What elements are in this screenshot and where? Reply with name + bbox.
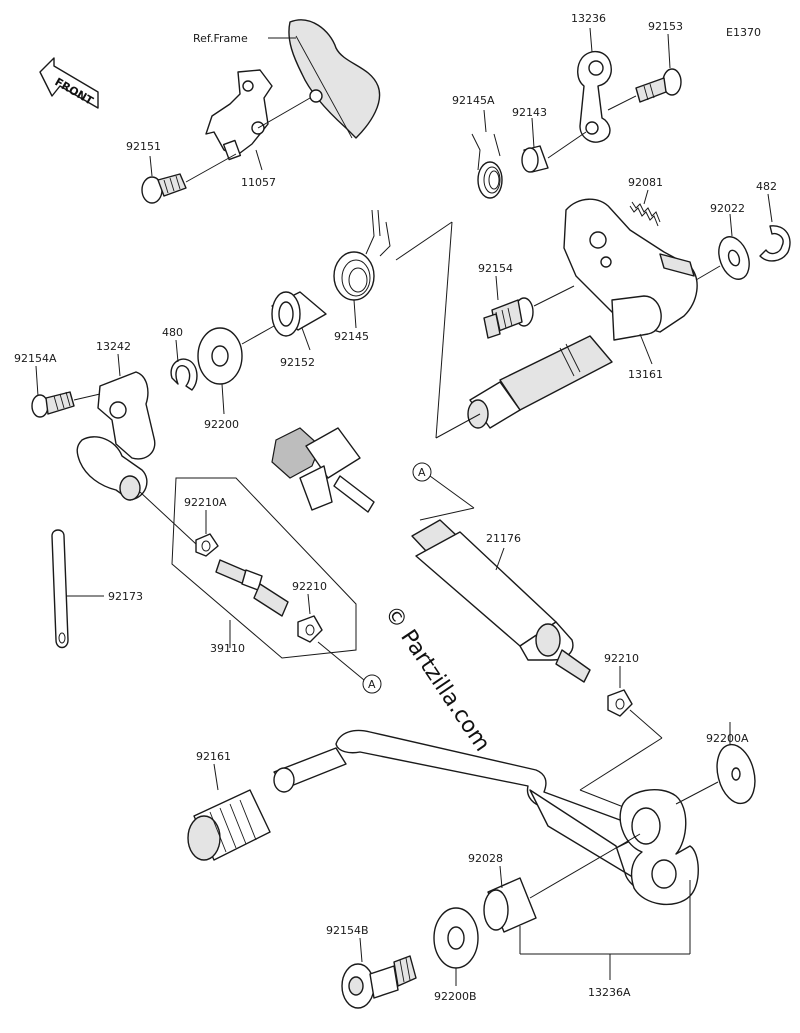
label-92145: 92145 <box>334 330 369 343</box>
switch-21176 <box>271 427 591 683</box>
label-92210-lower: 92210 <box>604 652 639 665</box>
rod-39110 <box>215 559 289 617</box>
label-482: 482 <box>756 180 777 193</box>
label-92028: 92028 <box>468 852 503 865</box>
bolt-92151 <box>141 173 187 204</box>
label-92173: 92173 <box>108 590 143 603</box>
label-21176: 21176 <box>486 532 521 545</box>
label-92161: 92161 <box>196 750 231 763</box>
label-92152: 92152 <box>280 356 315 369</box>
label-92210-upper: 92210 <box>292 580 327 593</box>
ref-frame-label: Ref.Frame <box>193 32 248 45</box>
nut-92210-lower <box>607 689 633 717</box>
rubber-92161 <box>187 789 271 861</box>
label-13242: 13242 <box>96 340 131 353</box>
label-92154B: 92154B <box>326 924 369 937</box>
bolt-92154A <box>31 391 75 418</box>
label-480: 480 <box>162 326 183 339</box>
spring-92145A <box>471 133 503 199</box>
washer-92200A <box>716 743 756 805</box>
label-13161: 13161 <box>628 368 663 381</box>
washer-92200B <box>433 907 479 969</box>
collar-92152 <box>271 291 327 337</box>
spring-92145 <box>333 209 391 301</box>
label-13236A: 13236A <box>588 986 631 999</box>
band-92173 <box>51 529 69 649</box>
shaft-13161 <box>467 198 698 429</box>
bracket-11057 <box>205 69 273 161</box>
lever-13236 <box>577 51 612 143</box>
bushing-92028 <box>483 877 537 933</box>
label-11057: 11057 <box>241 176 276 189</box>
shift-pedal <box>273 729 699 906</box>
front-arrow-icon: FRONT <box>39 57 99 109</box>
nut-92210A <box>195 533 219 557</box>
frame-reference: Ref.Frame <box>193 19 381 139</box>
label-92143: 92143 <box>512 106 547 119</box>
lever-13242 <box>76 371 156 501</box>
label-92200B: 92200B <box>434 990 477 1003</box>
washer-92200 <box>197 327 243 385</box>
watermark: © Partzilla.com <box>379 601 495 756</box>
label-92145A: 92145A <box>452 94 495 107</box>
bolt-92154B <box>341 955 417 1009</box>
label-39110: 39110 <box>210 642 245 655</box>
bolt-92153 <box>635 68 682 103</box>
nut-92210-upper <box>297 615 323 643</box>
diagram-code: E1370 <box>726 26 761 39</box>
label-92153: 92153 <box>648 20 683 33</box>
circlip-480 <box>170 358 198 391</box>
svg-text:A: A <box>368 678 376 691</box>
spring-92081 <box>629 201 661 227</box>
collar-92143 <box>521 145 549 173</box>
label-92151: 92151 <box>126 140 161 153</box>
label-13236: 13236 <box>571 12 606 25</box>
bolt-92154 <box>483 297 534 339</box>
ref-marker-a-upper: A <box>412 462 432 482</box>
label-92022: 92022 <box>710 202 745 215</box>
circlip-482 <box>759 225 791 262</box>
label-92200: 92200 <box>204 418 239 431</box>
svg-text:A: A <box>418 466 426 479</box>
label-92210A: 92210A <box>184 496 227 509</box>
label-92154: 92154 <box>478 262 513 275</box>
label-92081: 92081 <box>628 176 663 189</box>
ref-marker-a-lower: A <box>362 674 382 694</box>
label-92200A: 92200A <box>706 732 749 745</box>
washer-92022 <box>718 236 750 280</box>
label-92154A: 92154A <box>14 352 57 365</box>
